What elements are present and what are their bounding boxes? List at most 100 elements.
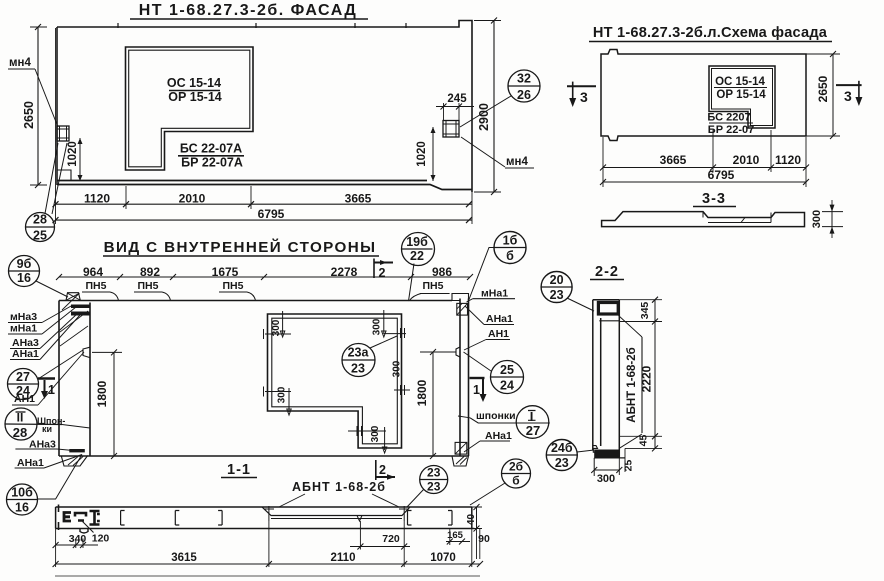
svg-text:3: 3: [580, 89, 588, 105]
svg-text:мн4: мн4: [9, 57, 31, 69]
svg-text:1070: 1070: [430, 552, 456, 564]
svg-text:1800: 1800: [415, 379, 429, 406]
svg-text:24: 24: [500, 379, 514, 393]
svg-text:1б: 1б: [503, 234, 518, 248]
svg-text:мн4: мн4: [506, 156, 528, 168]
svg-text:II: II: [17, 411, 24, 425]
svg-text:3615: 3615: [171, 552, 197, 564]
svg-text:6795: 6795: [258, 207, 285, 221]
svg-text:ПН5: ПН5: [86, 280, 107, 292]
svg-text:ОР 15-14: ОР 15-14: [168, 90, 222, 104]
svg-text:б: б: [512, 474, 519, 488]
svg-text:АБНТ 1-68-2б: АБНТ 1-68-2б: [626, 347, 638, 422]
svg-text:ПН5: ПН5: [138, 280, 159, 292]
svg-text:20: 20: [550, 273, 564, 287]
svg-text:1800: 1800: [95, 380, 109, 407]
svg-text:892: 892: [140, 265, 160, 279]
svg-text:27: 27: [16, 370, 30, 384]
svg-text:АНа3: АНа3: [12, 337, 39, 349]
svg-text:2010: 2010: [733, 153, 760, 167]
svg-text:345: 345: [639, 302, 651, 320]
svg-text:АНа1: АНа1: [485, 430, 512, 442]
svg-text:2110: 2110: [331, 552, 356, 564]
svg-text:БС 22-07А: БС 22-07А: [180, 142, 242, 156]
svg-text:25: 25: [500, 363, 514, 377]
svg-text:300: 300: [392, 360, 403, 377]
svg-text:АНа3: АНа3: [29, 439, 56, 451]
svg-text:16: 16: [17, 271, 31, 285]
svg-text:2: 2: [379, 266, 386, 280]
svg-text:БС 2207: БС 2207: [707, 112, 750, 124]
svg-text:300: 300: [811, 210, 823, 228]
svg-text:986: 986: [432, 265, 452, 279]
svg-text:26: 26: [517, 88, 531, 102]
svg-text:245: 245: [447, 93, 467, 105]
svg-text:БР 22-07А: БР 22-07А: [181, 156, 243, 170]
svg-text:28: 28: [13, 425, 27, 440]
svg-text:25: 25: [623, 460, 635, 472]
svg-text:1120: 1120: [84, 192, 110, 206]
svg-text:3: 3: [844, 88, 852, 104]
svg-text:22: 22: [410, 249, 424, 263]
svg-text:АБНТ 1-68-2б: АБНТ 1-68-2б: [292, 480, 386, 494]
svg-text:2010: 2010: [179, 192, 206, 206]
svg-text:23: 23: [351, 362, 365, 376]
svg-text:340: 340: [69, 533, 87, 545]
svg-text:23: 23: [555, 456, 569, 470]
svg-text:10б: 10б: [11, 486, 33, 500]
svg-text:шпонки: шпонки: [476, 410, 516, 422]
svg-text:300: 300: [370, 425, 381, 442]
svg-text:1675: 1675: [212, 265, 239, 279]
svg-text:23: 23: [550, 288, 564, 302]
svg-text:2б: 2б: [509, 460, 523, 474]
svg-text:300: 300: [271, 319, 282, 336]
svg-text:б: б: [506, 249, 514, 263]
svg-text:I: I: [530, 409, 534, 424]
svg-text:24: 24: [16, 384, 30, 398]
svg-text:ки: ки: [42, 424, 52, 434]
svg-text:23: 23: [427, 480, 441, 494]
svg-text:2900: 2900: [477, 103, 491, 131]
svg-text:1: 1: [48, 383, 55, 397]
svg-text:2220: 2220: [640, 365, 654, 392]
svg-text:3665: 3665: [660, 153, 687, 167]
svg-text:АНа1: АНа1: [12, 348, 39, 360]
svg-text:АНа1: АНа1: [17, 457, 44, 469]
svg-text:2: 2: [379, 463, 386, 477]
svg-text:ПН5: ПН5: [223, 280, 244, 292]
svg-text:мНа3: мНа3: [10, 311, 37, 323]
svg-text:2-2: 2-2: [595, 264, 619, 280]
svg-text:28: 28: [33, 213, 47, 227]
svg-text:2278: 2278: [331, 265, 358, 279]
svg-text:1-1: 1-1: [227, 462, 251, 478]
svg-text:2650: 2650: [816, 75, 830, 102]
svg-text:300: 300: [277, 386, 288, 403]
svg-text:ОР 15-14: ОР 15-14: [716, 89, 766, 101]
svg-text:120: 120: [92, 533, 110, 545]
svg-text:27: 27: [526, 423, 540, 438]
svg-text:16: 16: [15, 501, 29, 515]
svg-text:2650: 2650: [22, 101, 36, 129]
svg-text:32: 32: [517, 72, 531, 86]
svg-text:3665: 3665: [345, 192, 372, 206]
svg-text:24б: 24б: [551, 441, 573, 455]
svg-text:ОС 15-14: ОС 15-14: [715, 76, 765, 88]
svg-text:3-3: 3-3: [702, 191, 726, 207]
svg-text:300: 300: [372, 318, 383, 335]
svg-text:БР 22-07: БР 22-07: [708, 124, 754, 136]
svg-text:300: 300: [597, 473, 615, 485]
svg-text:6795: 6795: [708, 168, 735, 182]
svg-text:23: 23: [427, 466, 441, 480]
svg-text:ВИД С ВНУТРЕННЕЙ СТОРОНЫ: ВИД С ВНУТРЕННЕЙ СТОРОНЫ: [104, 238, 377, 256]
svg-text:ПН5: ПН5: [423, 280, 444, 292]
svg-text:АН1: АН1: [488, 328, 509, 340]
svg-text:23а: 23а: [348, 346, 370, 360]
svg-text:45: 45: [638, 435, 650, 447]
svg-text:1120: 1120: [775, 153, 801, 167]
svg-text:АНа1: АНа1: [486, 313, 513, 325]
svg-text:ОС 15-14: ОС 15-14: [167, 76, 221, 90]
svg-text:НТ 1-68.27.3-2б.л.Схема фасада: НТ 1-68.27.3-2б.л.Схема фасада: [593, 25, 828, 41]
svg-text:1: 1: [473, 383, 480, 397]
svg-text:1020: 1020: [67, 141, 79, 167]
svg-text:НТ 1-68.27.3-2б. ФАСАД: НТ 1-68.27.3-2б. ФАСАД: [139, 2, 358, 19]
